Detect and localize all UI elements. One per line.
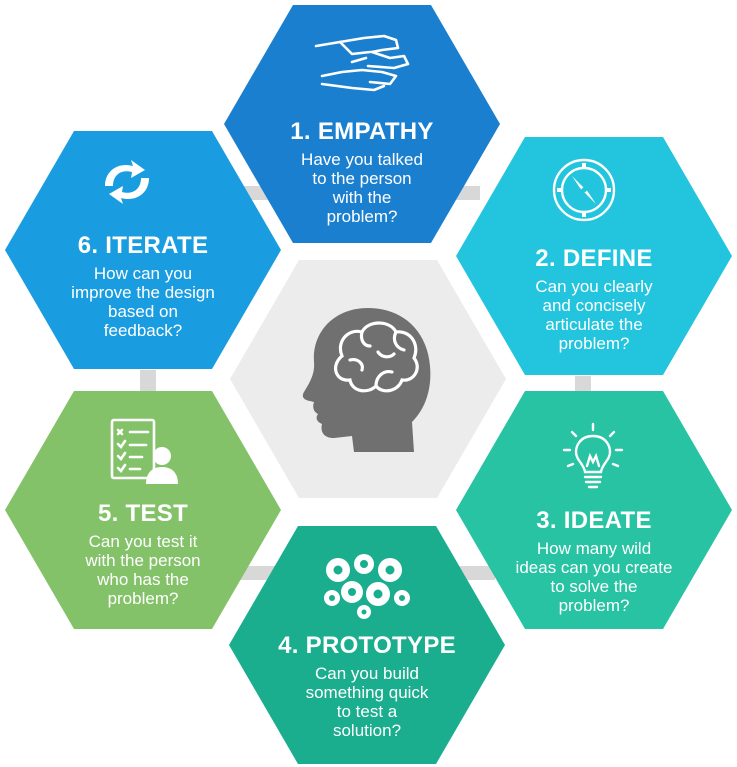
hexagon-empathy <box>224 5 500 243</box>
refresh-icon <box>105 160 149 204</box>
step-title-iterate: 6. ITERATE <box>77 232 209 259</box>
step-question-iterate: How can you improve the design based on … <box>71 264 215 340</box>
step-empathy: 1. EMPATHY Have you talked to the person… <box>247 118 477 226</box>
step-iterate: 6. ITERATE How can you improve the desig… <box>28 232 258 340</box>
step-title-prototype: 4. PROTOTYPE <box>278 632 456 659</box>
step-question-prototype: Can you build something quick to test a … <box>305 664 429 740</box>
compass-icon <box>552 158 616 222</box>
connector-iterate-test <box>140 370 156 394</box>
hexagon-ideate <box>456 391 732 629</box>
step-title-empathy: 1. EMPATHY <box>290 118 434 145</box>
step-title-ideate: 3. IDEATE <box>536 507 652 534</box>
step-ideate: 3. IDEATE How many wild ideas can you cr… <box>479 507 709 615</box>
gears-icon <box>324 554 410 619</box>
step-title-define: 2. DEFINE <box>535 245 653 272</box>
checklist-person-icon <box>110 418 178 484</box>
step-question-empathy: Have you talked to the person with the p… <box>301 150 423 226</box>
head-brain-icon <box>302 308 431 452</box>
hexagon-test <box>5 391 281 629</box>
lightbulb-icon <box>562 422 624 489</box>
step-test: 5. TEST Can you test it with the person … <box>28 500 258 608</box>
hexagon-define <box>456 137 732 375</box>
handshake-icon <box>314 34 410 92</box>
step-define: 2. DEFINE Can you clearly and concisely … <box>479 245 709 353</box>
step-title-test: 5. TEST <box>97 500 189 527</box>
step-question-define: Can you clearly and concisely articulate… <box>535 277 653 353</box>
step-prototype: 4. PROTOTYPE Can you build something qui… <box>252 632 482 740</box>
hexagon-iterate <box>5 131 281 369</box>
step-question-test: Can you test it with the person who has … <box>85 532 201 608</box>
hexagon-prototype <box>229 526 505 764</box>
step-question-ideate: How many wild ideas can you create to so… <box>515 539 673 615</box>
